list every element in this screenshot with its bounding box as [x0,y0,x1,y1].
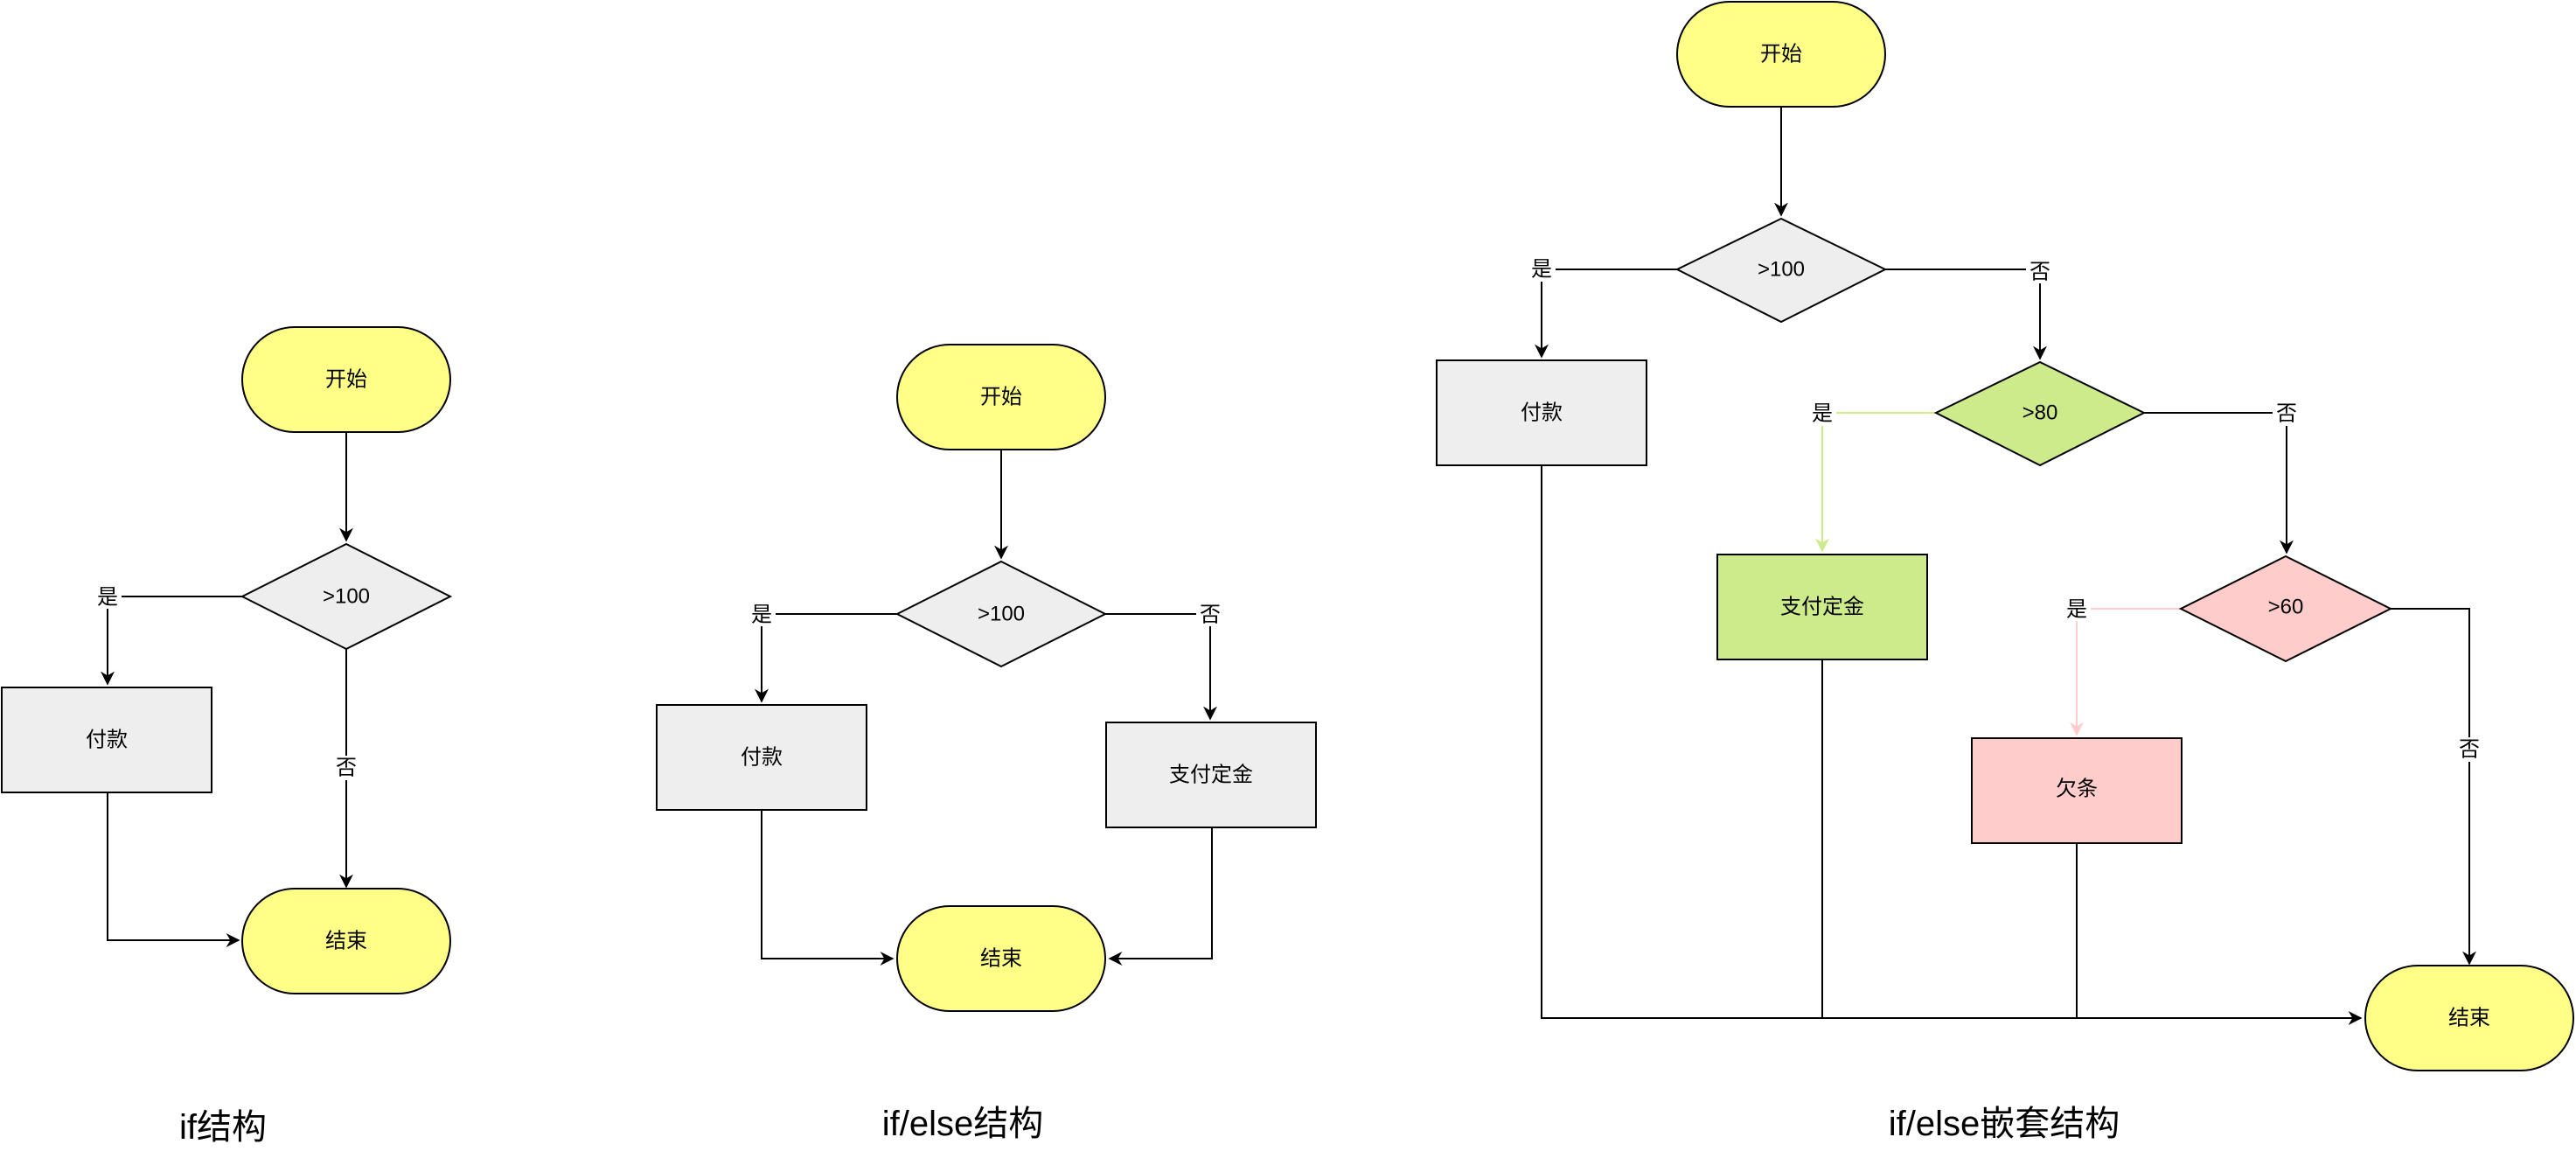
yes-edge-label-bg [94,584,122,609]
yes-edge-label-bg [748,602,776,626]
no3-edge-label: 否 [2459,738,2480,762]
yes2-edge-label: 是 [1812,402,1833,426]
start-label: 开始 [1760,43,1802,66]
no1-edge-label: 否 [2029,261,2050,284]
process-box [1,687,212,793]
edge-process-to-end [107,792,240,947]
diagram-caption: if结构 [179,1108,267,1147]
end-label: 结束 [325,930,367,953]
diagram-if-else: 开始 >100 是 否 付款 支付定金 结束 if/else结构 [656,344,1317,1143]
end-terminal [2364,965,2574,1071]
edge-no3-to-end [2391,608,2476,966]
no-edge-label-bg [332,756,360,780]
no3-edge-label-bg [2455,737,2483,762]
edge-process1-to-end [1541,465,2363,1025]
end-terminal [241,888,451,994]
process2-label: 支付定金 [1780,596,1864,619]
yes-edge-label: 是 [751,603,772,627]
no2-edge-label: 否 [2276,402,2297,426]
start-terminal [1676,1,1886,108]
decision3-diamond [2178,555,2393,663]
no-edge-label: 否 [1200,603,1221,627]
process-no-label: 支付定金 [1169,764,1253,787]
diagram-caption: if/else结构 [882,1105,1044,1143]
yes3-edge-label-bg [2063,596,2091,621]
process1-label: 付款 [1521,401,1563,425]
end-label: 结束 [2448,1007,2490,1030]
decision2-diamond [1933,360,2147,467]
edge-yes3-to-process3 [2070,608,2181,736]
decision-diamond [240,542,453,651]
edge-no-process-to-end [1108,827,1213,966]
edge-yes-process-to-end [761,810,895,966]
yes3-edge-label: 是 [2066,598,2087,622]
process-label: 付款 [86,729,128,752]
yes-edge-label: 是 [97,586,118,610]
process-yes-label: 付款 [741,746,783,770]
end-label: 结束 [980,947,1022,971]
diagram-nested: 开始 >100 是 否 付款 >80 是 否 支付定金 >60 是 否 欠条 结… [1436,1,2574,1143]
end-terminal [896,905,1106,1012]
process1-box [1436,359,1647,466]
decision-diamond [895,560,1108,668]
yes1-edge-label: 是 [1531,258,1552,282]
decision-label: >100 [978,603,1025,626]
decision1-label: >100 [1758,258,1805,282]
process-no-box [1105,722,1317,828]
no-edge-label-bg [1196,602,1224,626]
decision-label: >100 [323,585,370,609]
edge-no1-to-decision2 [1885,269,2047,360]
decision1-diamond [1674,217,1888,324]
decision3-label: >60 [2268,596,2304,619]
edge-yes2-to-process2 [1815,412,1936,553]
start-terminal [896,344,1106,450]
yes1-edge-label-bg [1528,257,1556,282]
process-yes-box [656,704,867,811]
start-label: 开始 [325,368,367,392]
edge-no-to-process [1105,613,1217,721]
start-terminal [241,326,451,433]
process3-box [1971,737,2183,844]
diagram-if: 开始 >100 是 否 付款 结束 if结构 [1,326,453,1147]
no1-edge-label-bg [2026,259,2054,283]
edge-no2-to-decision3 [2144,412,2294,555]
diagram-caption: if/else嵌套结构 [1889,1105,2120,1143]
yes2-edge-label-bg [1808,401,1836,426]
no-edge-label: 否 [336,757,357,780]
process2-box [1716,554,1928,660]
process3-label: 欠条 [2056,778,2098,801]
decision2-label: >80 [2023,401,2058,425]
edge-yes-to-process [101,596,242,686]
edge-yes-to-process [755,613,897,703]
start-label: 开始 [980,386,1022,409]
no2-edge-label-bg [2273,401,2301,426]
edge-yes1-to-process1 [1535,269,1677,359]
